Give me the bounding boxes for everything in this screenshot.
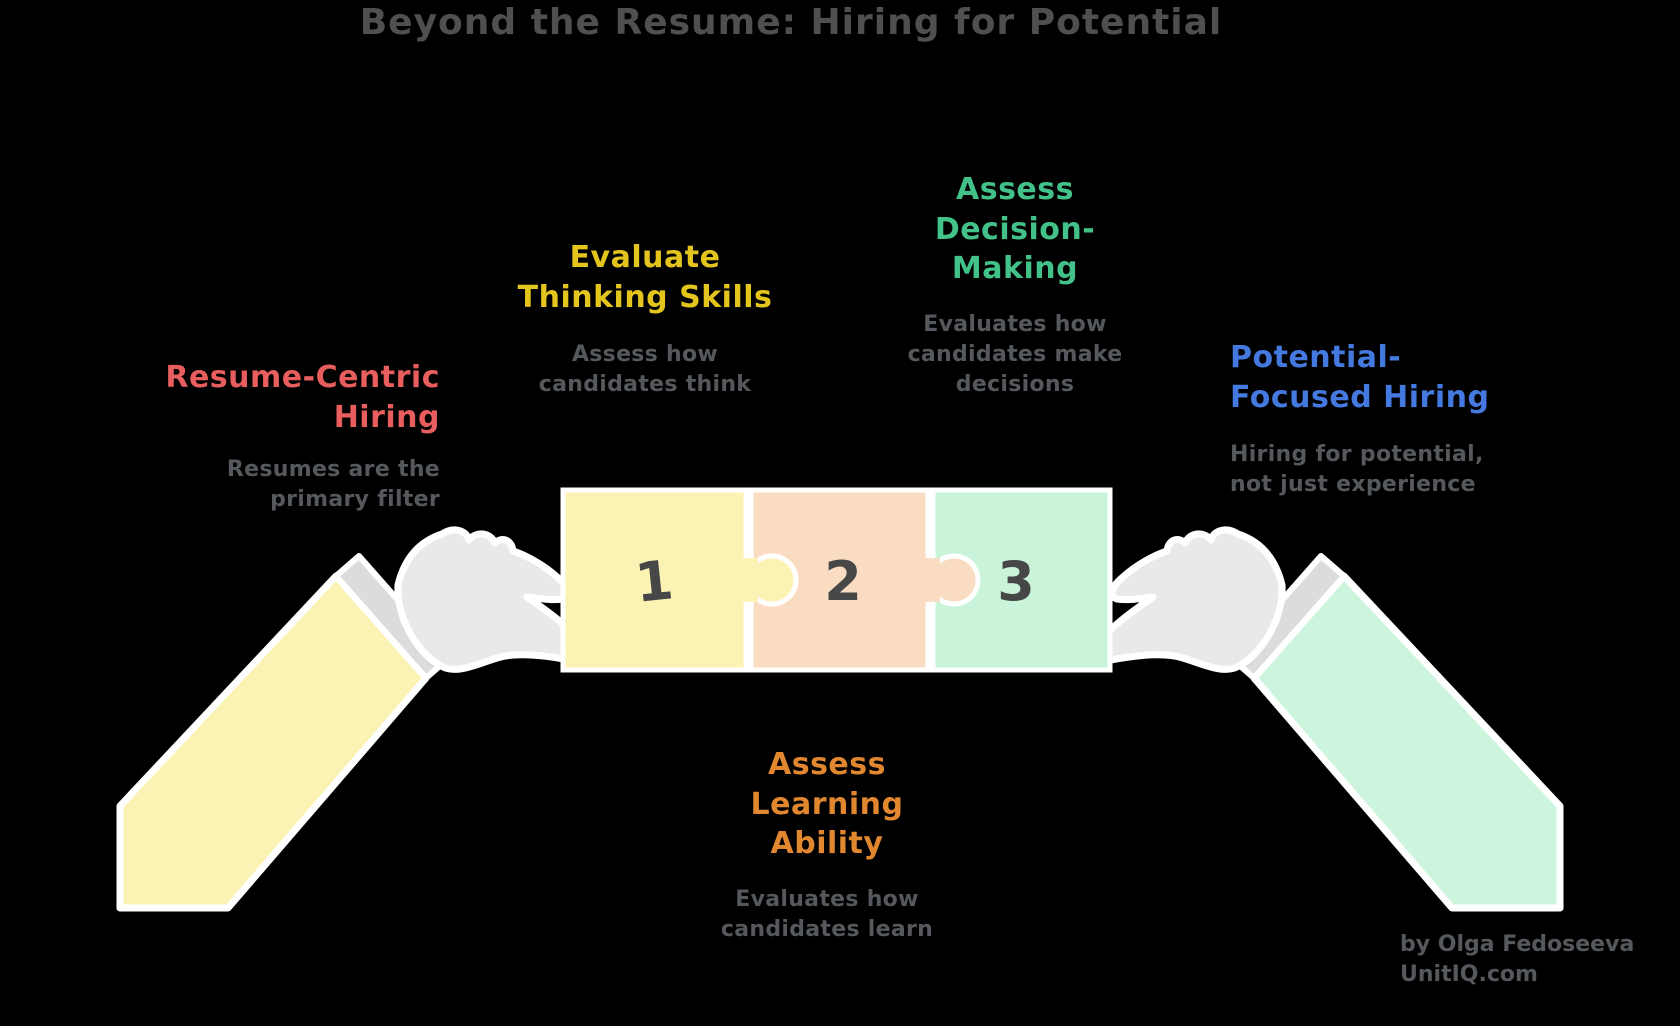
puzzle-tab-2-neck [922, 558, 940, 602]
label-evaluate-thinking-body: Assess how candidates think [538, 342, 752, 397]
label-assess-learning-body: Evaluates how candidates learn [720, 887, 934, 942]
piece-number-3: 3 [997, 550, 1035, 613]
left-hand [394, 526, 587, 673]
label-resume-centric-heading: Resume-Centric Hiring [165, 360, 440, 435]
puzzle-tab-1-neck [740, 558, 758, 602]
piece-number-2: 2 [824, 550, 862, 613]
label-potential-focused-heading: Potential- Focused Hiring [1230, 340, 1490, 415]
attribution: by Olga Fedoseeva UnitIQ.com [1400, 930, 1680, 989]
piece-number-1: 1 [632, 548, 676, 615]
label-assess-decision-heading: Assess Decision- Making [934, 172, 1096, 287]
right-hand [1093, 526, 1286, 673]
label-assess-learning-heading: Assess Learning Ability [750, 747, 904, 862]
attribution-author: by Olga Fedoseeva [1400, 932, 1635, 957]
puzzle-piece-1 [560, 487, 749, 673]
label-assess-decision-body: Evaluates how candidates make decisions [907, 312, 1123, 397]
label-potential-focused-body: Hiring for potential, not just experienc… [1230, 442, 1484, 497]
attribution-site: UnitIQ.com [1400, 961, 1538, 987]
label-evaluate-thinking-heading: Evaluate Thinking Skills [517, 240, 773, 315]
page-title: Beyond the Resume: Hiring for Potential [359, 2, 1223, 43]
label-resume-centric-body: Resumes are the primary filter [226, 457, 440, 512]
